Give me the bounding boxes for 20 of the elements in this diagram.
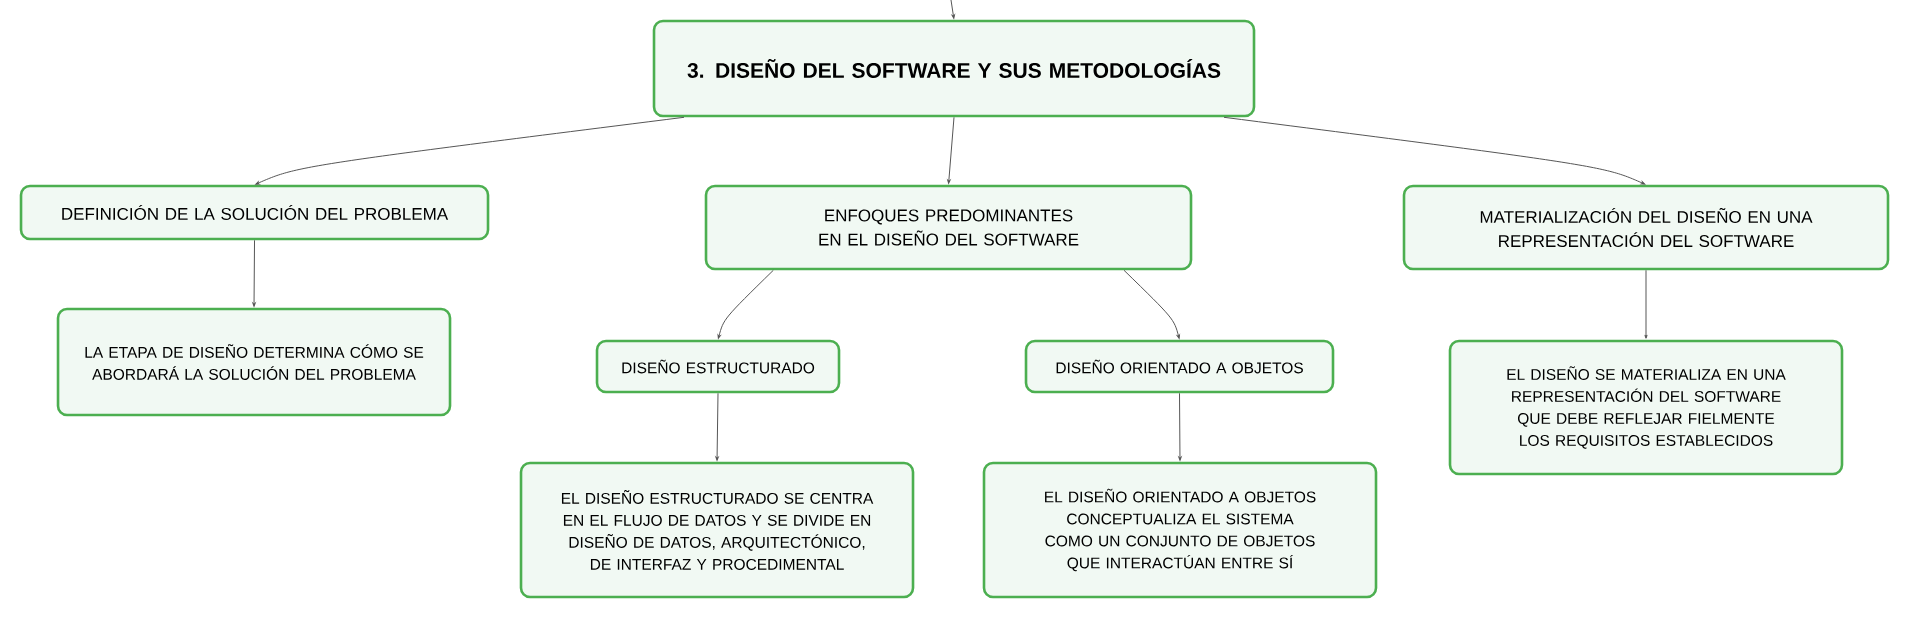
connector-arrow bbox=[252, 239, 256, 307]
subtopic-box: DISEÑO ESTRUCTURADO bbox=[595, 339, 841, 394]
connector-arrow bbox=[1123, 269, 1180, 339]
detail-box: EL DISEÑO ESTRUCTURADO SE CENTRA EN EL FLUJO DE DATOS Y SE DIVIDE EN DISEÑO DE DATOS, ARQUITECTÓNICO, DE INTERFAZ Y PROCEDIMENTAL bbox=[519, 461, 915, 599]
detail-box: EL DISEÑO ORIENTADO A OBJETOS CONCEPTUALIZA EL SISTEMA COMO UN CONJUNTO DE OBJETOS QUE INTERACTÚAN ENTRE SÍ bbox=[982, 461, 1378, 599]
subtopic-box: DEFINICIÓN DE LA SOLUCIÓN DEL PROBLEMA bbox=[19, 184, 490, 241]
subtopic-box: ENFOQUES PREDOMINANTES EN EL DISEÑO DEL SOFTWARE bbox=[704, 184, 1193, 271]
connector-arrow bbox=[947, 116, 955, 184]
detail-box: LA ETAPA DE DISEÑO DETERMINA CÓMO SE ABORDARÁ LA SOLUCIÓN DEL PROBLEMA bbox=[56, 307, 452, 417]
connector-arrow bbox=[1223, 116, 1646, 185]
detail-box: EL DISEÑO SE MATERIALIZA EN UNA REPRESENTACIÓN DEL SOFTWARE QUE DEBE REFLEJAR FIELMENTE LOS REQUISITOS ESTABLECIDOS bbox=[1448, 339, 1844, 476]
connector-arrow bbox=[1644, 269, 1648, 339]
topic-box: 3. DISEÑO DEL SOFTWARE Y SUS METODOLOGÍAS bbox=[652, 19, 1256, 118]
connector-arrow bbox=[717, 269, 774, 339]
connector-arrow bbox=[950, 0, 955, 19]
connector-arrow bbox=[1178, 392, 1182, 461]
subtopic-box: MATERIALIZACIÓN DEL DISEÑO EN UNA REPRESENTACIÓN DEL SOFTWARE bbox=[1402, 184, 1890, 271]
connector-arrow bbox=[255, 116, 685, 185]
connector-arrow bbox=[715, 392, 719, 461]
subtopic-box: DISEÑO ORIENTADO A OBJETOS bbox=[1024, 339, 1335, 394]
